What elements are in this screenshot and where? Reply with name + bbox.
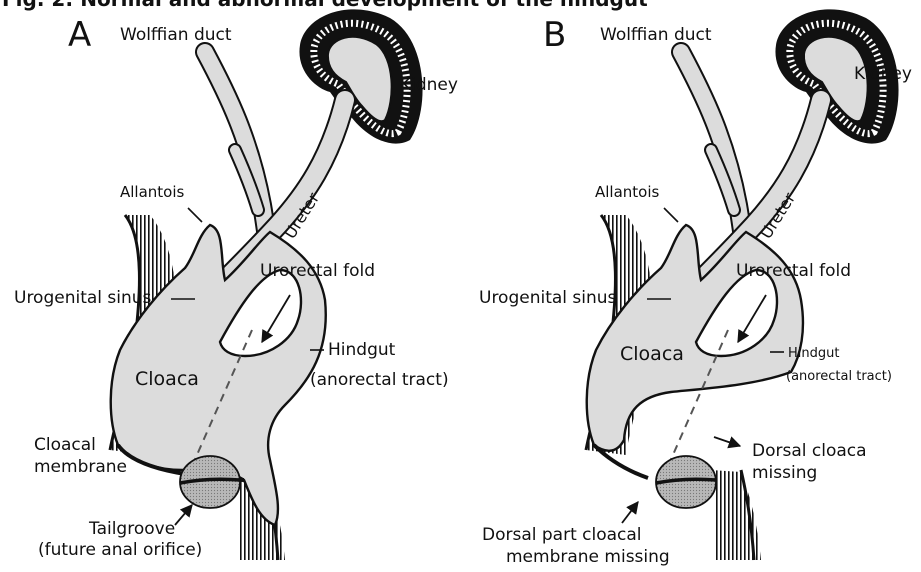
label-a-anorectal-tract: (anorectal tract)	[310, 370, 449, 390]
label-b-allantois: Allantois	[595, 183, 660, 201]
label-a-urorectal-fold: Urorectal fold	[260, 261, 375, 281]
label-a-urogenital-sinus: Urogenital sinus	[14, 288, 152, 308]
label-a-tailgroove-2: (future anal orifice)	[38, 540, 202, 560]
label-a-tailgroove-1: Tailgroove	[88, 519, 175, 539]
panel-a: A	[14, 9, 458, 560]
panel-b-tailbud	[656, 456, 716, 508]
label-a-cloacal-membrane-1: Cloacal	[34, 435, 96, 455]
label-b-anorectal-tract: (anorectal tract)	[786, 369, 892, 384]
label-b-urogenital-sinus: Urogenital sinus	[479, 288, 617, 308]
panel-b-letter: B	[543, 15, 566, 55]
label-b-dorsal-cloaca-1: Dorsal cloaca	[752, 441, 867, 461]
label-a-wolffian-duct: Wolffian duct	[120, 25, 232, 45]
label-a-hindgut: Hindgut	[328, 340, 396, 360]
label-a-kidney: Kidney	[400, 75, 458, 95]
label-b-cloaca: Cloaca	[620, 343, 684, 365]
label-b-hindgut: Hindgut	[788, 346, 839, 361]
label-b-wolffian-duct: Wolffian duct	[600, 25, 712, 45]
label-b-urorectal-fold: Urorectal fold	[736, 261, 851, 281]
label-b-dorsal-membrane-2: membrane missing	[506, 547, 670, 567]
panel-b: B	[479, 9, 912, 567]
label-a-cloacal-membrane-2: membrane	[34, 457, 127, 477]
label-a-cloaca: Cloaca	[135, 368, 199, 390]
label-b-kidney: Kidney	[854, 64, 912, 84]
panel-a-letter: A	[68, 15, 91, 55]
label-a-allantois: Allantois	[120, 183, 185, 201]
label-b-dorsal-membrane-1: Dorsal part cloacal	[482, 525, 642, 545]
label-b-dorsal-cloaca-2: missing	[752, 463, 817, 483]
panel-a-tailbud	[180, 456, 240, 508]
